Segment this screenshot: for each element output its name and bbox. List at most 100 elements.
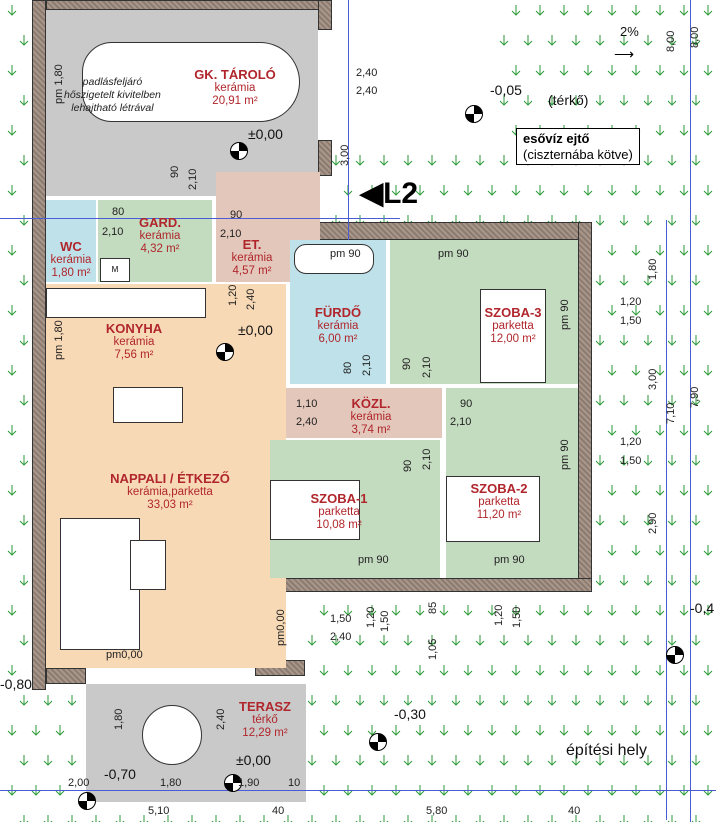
dim: 2,10: [421, 448, 433, 470]
lawn-arrow-icon: [631, 665, 641, 676]
lawn-arrow-icon: [607, 245, 617, 256]
dim: pm 90: [494, 554, 525, 566]
lawn-arrow-icon: [607, 5, 617, 16]
attic-note-line: lehajtható létrával: [71, 102, 154, 115]
lawn-arrow-icon: [475, 815, 485, 822]
lawn-arrow-icon: [655, 305, 665, 316]
lawn-arrow-icon: [667, 635, 677, 646]
dim: 2,90: [647, 512, 659, 534]
lawn-arrow-icon: [499, 695, 509, 706]
lawn-arrow-icon: [619, 35, 629, 46]
lawn-arrow-icon: [667, 455, 677, 466]
lawn-arrow-icon: [643, 815, 653, 822]
lawn-arrow-icon: [415, 665, 425, 676]
lawn-arrow-icon: [703, 305, 713, 316]
lawn-arrow-icon: [67, 815, 77, 822]
lawn-arrow-icon: [211, 815, 221, 822]
lawn-arrow-icon: [679, 485, 689, 496]
lawn-arrow-icon: [319, 605, 329, 616]
lawn-arrow-icon: [427, 755, 437, 766]
room-name: GK. TÁROLÓ: [194, 67, 276, 82]
lawn-arrow-icon: [523, 635, 533, 646]
lawn-arrow-icon: [655, 605, 665, 616]
lawn-arrow-icon: [331, 815, 341, 822]
dim: 10: [288, 777, 301, 789]
lawn-arrow-icon: [463, 725, 473, 736]
lawn-arrow-icon: [67, 755, 77, 766]
lawn-arrow-icon: [403, 815, 413, 822]
dim: 1,10: [296, 398, 318, 410]
lawn-arrow-icon: [631, 245, 641, 256]
dim: 90: [169, 165, 181, 178]
wall-bedrooms-north: [282, 222, 590, 240]
lawn-arrow-icon: [595, 515, 605, 526]
room-area: 20,91 m²: [212, 94, 258, 107]
wall-garage-east: [318, 0, 332, 30]
label-garage: GK. TÁROLÓ kerámia 20,91 m²: [190, 67, 280, 108]
lawn-arrow-icon: [499, 95, 509, 106]
lawn-arrow-icon: [499, 35, 509, 46]
lawn-arrow-icon: [463, 605, 473, 616]
lawn-arrow-icon: [67, 695, 77, 706]
lawn-arrow-icon: [439, 665, 449, 676]
room-wc: [46, 200, 96, 282]
room-name: FÜRDŐ: [314, 305, 362, 320]
lawn-arrow-icon: [631, 5, 641, 16]
dim: 85: [427, 601, 439, 614]
level-marker-icon: [666, 646, 684, 664]
lawn-arrow-icon: [439, 725, 449, 736]
rainwater-sub: (ciszternába kötve): [523, 146, 633, 162]
lawn-arrow-icon: [331, 755, 341, 766]
lawn-arrow-icon: [535, 665, 545, 676]
room-area: 12,29 m²: [242, 726, 288, 739]
lawn-arrow-icon: [643, 575, 653, 586]
room-name: TERASZ: [239, 699, 291, 714]
lawn-arrow-icon: [679, 305, 689, 316]
lawn-arrow-icon: [355, 755, 365, 766]
room-floor: kerámia: [350, 411, 392, 424]
label-kozl: KÖZL. kerámia 3,74 m²: [336, 396, 406, 437]
dim: pm0,00: [106, 649, 143, 661]
lawn-arrow-icon: [7, 545, 17, 556]
lawn-arrow-icon: [691, 455, 701, 466]
lawn-arrow-icon: [7, 605, 17, 616]
lawn-arrow-icon: [655, 245, 665, 256]
lawn-arrow-icon: [691, 395, 701, 406]
dim: pm 90: [330, 248, 361, 260]
lawn-arrow-icon: [19, 395, 29, 406]
dim: 8,00: [689, 26, 701, 48]
lawn-arrow-icon: [595, 755, 605, 766]
lawn-arrow-icon: [403, 695, 413, 706]
lawn-arrow-icon: [523, 755, 533, 766]
lawn-arrow-icon: [7, 725, 17, 736]
dim: 2,40: [356, 85, 378, 97]
lawn-arrow-icon: [547, 35, 557, 46]
lawn-arrow-icon: [595, 215, 605, 226]
lawn-arrow-icon: [415, 605, 425, 616]
lawn-arrow-icon: [331, 155, 341, 166]
dim: 90: [402, 459, 414, 472]
lawn-arrow-icon: [655, 125, 665, 136]
label-szoba1: SZOBA-1 parketta 10,08 m²: [296, 491, 382, 532]
lawn-arrow-icon: [427, 695, 437, 706]
room-area: 3,74 m²: [351, 423, 391, 436]
lawn-arrow-icon: [487, 185, 497, 196]
lawn-arrow-icon: [307, 695, 317, 706]
lawn-arrow-icon: [523, 815, 533, 822]
lawn-arrow-icon: [535, 65, 545, 76]
lawn-arrow-icon: [607, 65, 617, 76]
lawn-arrow-icon: [679, 65, 689, 76]
dim: 1,20: [227, 284, 239, 306]
lawn-arrow-icon: [703, 185, 713, 196]
lawn-arrow-icon: [679, 545, 689, 556]
lawn-arrow-icon: [403, 755, 413, 766]
lawn-arrow-icon: [643, 215, 653, 226]
dim: 1,80: [160, 777, 182, 789]
lawn-arrow-icon: [667, 575, 677, 586]
dim: 40: [272, 805, 285, 817]
lawn-arrow-icon: [619, 335, 629, 346]
room-floor: kerámia,parketta: [127, 486, 213, 499]
lawn-arrow-icon: [679, 425, 689, 436]
lawn-arrow-icon: [535, 185, 545, 196]
lawn-arrow-icon: [595, 455, 605, 466]
